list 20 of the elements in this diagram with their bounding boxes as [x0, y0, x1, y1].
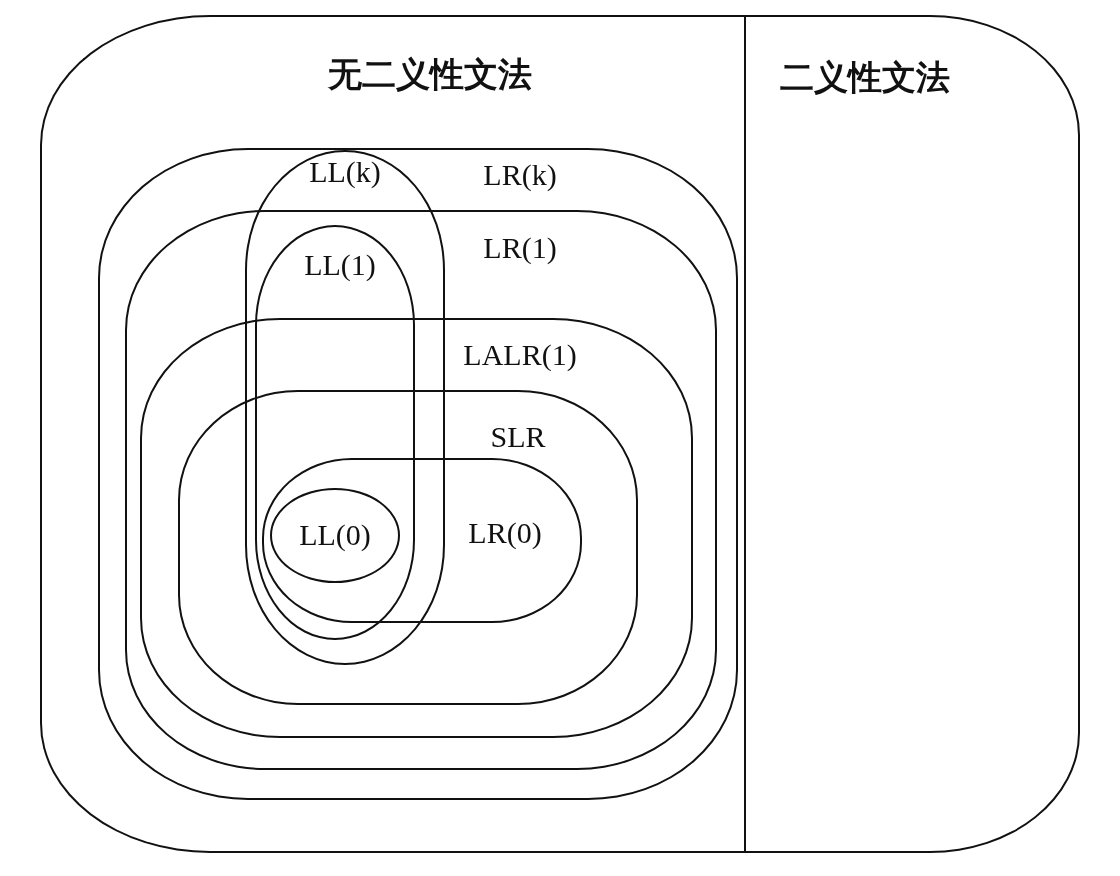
- set-label: LR(0): [468, 518, 542, 548]
- set-outline: [178, 390, 638, 705]
- set-outline: [255, 225, 415, 640]
- set-label: LL(k): [309, 157, 381, 187]
- region-outline: [744, 15, 1080, 853]
- set-outline: [140, 318, 693, 738]
- set-label: LR(k): [483, 160, 557, 190]
- set-label: LL(0): [299, 520, 371, 550]
- region-heading: 二义性文法: [780, 61, 950, 95]
- set-label: SLR: [490, 422, 546, 452]
- set-outline: [125, 210, 717, 770]
- set-ellipse: [270, 488, 400, 583]
- set-label: LR(1): [483, 233, 557, 263]
- set-outline: [245, 150, 445, 665]
- set-label: LL(1): [304, 250, 376, 280]
- region-heading: 无二义性文法: [328, 58, 532, 92]
- set-outline: [98, 148, 738, 800]
- set-label: LALR(1): [463, 340, 577, 370]
- set-outline: [262, 458, 582, 623]
- region-outline: [40, 15, 746, 853]
